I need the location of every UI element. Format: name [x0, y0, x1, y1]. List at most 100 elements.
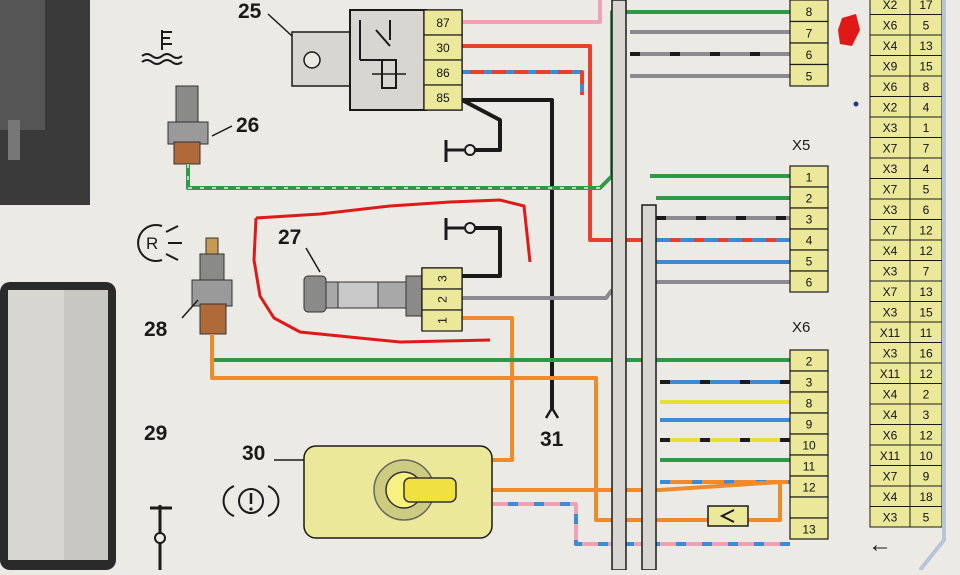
- table-connector-label: X11: [880, 367, 901, 381]
- relay-25: 87 30 86 85: [291, 9, 463, 111]
- table-pin-label: 12: [919, 224, 933, 238]
- table-pin-label: 3: [923, 408, 930, 422]
- sensor-pin-label: 1: [436, 317, 450, 324]
- connector-pin-label: 3: [806, 213, 813, 227]
- connector-pin-label: 2: [806, 192, 813, 206]
- relay-pin-cell: [423, 84, 463, 111]
- red-mark: [838, 14, 860, 46]
- table-pin-label: 13: [919, 285, 933, 299]
- table-pin-label: 7: [923, 265, 930, 279]
- table-pin-label: 11: [920, 326, 933, 340]
- connector-pin-label: 13: [802, 523, 816, 537]
- table-connector-label: X7: [883, 183, 898, 197]
- table-connector-label: X4: [883, 244, 898, 258]
- connector-pin-label: 9: [806, 418, 813, 432]
- table-connector-label: X4: [883, 388, 898, 402]
- sensor-28: [191, 237, 233, 335]
- r-letter: R: [146, 234, 158, 253]
- table-pin-label: 15: [919, 60, 933, 74]
- table-pin-label: 2: [923, 388, 930, 402]
- connector-pin-label: 8: [806, 397, 813, 411]
- sensor-pin-cell: [421, 309, 463, 332]
- wires: [186, 0, 800, 546]
- harness-secondary: [641, 204, 657, 571]
- relay-pin-label: 86: [436, 66, 450, 80]
- table-pin-label: 4: [923, 101, 930, 115]
- table-pin-label: 4: [923, 162, 930, 176]
- table-pin-label: 5: [923, 183, 930, 197]
- relay-pin-label: 30: [436, 41, 450, 55]
- table-connector-label: X3: [883, 511, 898, 525]
- connector-pin-label: 11: [803, 460, 816, 474]
- table-connector-label: X3: [883, 203, 898, 217]
- connector-pin-label: 10: [802, 439, 816, 453]
- table-bracket: [918, 0, 946, 572]
- table-pin-label: 12: [919, 367, 933, 381]
- connector-pin-label: 6: [806, 48, 813, 62]
- label-30: 30: [242, 442, 265, 465]
- table-pin-label: 18: [919, 490, 933, 504]
- table-connector-label: X6: [883, 80, 898, 94]
- table-pin-label: 5: [923, 511, 930, 525]
- markup-outline: [252, 198, 532, 344]
- table-pin-label: 10: [919, 449, 933, 463]
- switch-lower: [444, 218, 476, 240]
- relay-bracket: [291, 31, 357, 87]
- table-connector-label: X6: [883, 429, 898, 443]
- connector-pin-cell: [789, 270, 829, 293]
- coil-highlight: [0, 0, 45, 130]
- connector-pin-label: 8: [806, 5, 813, 19]
- table-pin-label: 1: [923, 121, 930, 135]
- connector-pin-label: 12: [802, 481, 816, 495]
- module-29-face: [8, 290, 64, 560]
- table-connector-label: X11: [880, 449, 901, 463]
- table-pin-label: 15: [919, 306, 933, 320]
- connector-pin-label: 2: [806, 355, 813, 369]
- sensor-27: 3 2 1: [303, 267, 463, 332]
- table-pin-label: 5: [923, 19, 930, 33]
- relay-pin-cell: [423, 59, 463, 86]
- connector-pin-label: 4: [806, 234, 813, 248]
- table-pin-label: 12: [919, 429, 933, 443]
- table-connector-label: X3: [883, 162, 898, 176]
- relay-pin-label: 85: [436, 91, 450, 105]
- table-connector-label: X4: [883, 39, 898, 53]
- table-connector-label: X7: [883, 142, 898, 156]
- table-connector-label: X4: [883, 408, 898, 422]
- table-pin-label: 6: [923, 203, 930, 217]
- module-29: [0, 282, 116, 570]
- component-30: [303, 445, 493, 539]
- connector-pin-label: 5: [806, 255, 813, 269]
- connector-pin-cell: [789, 496, 829, 519]
- table-connector-label: X4: [883, 490, 898, 504]
- connector-pin-label: 7: [806, 26, 813, 40]
- ground-31: [544, 405, 560, 419]
- table-pin-label: 16: [919, 347, 933, 361]
- table-connector-label: X3: [883, 306, 898, 320]
- table-pin-label: 13: [919, 39, 933, 53]
- connector-pin-label: 5: [806, 69, 813, 83]
- table-connector-label: X7: [883, 285, 898, 299]
- label-28: 28: [144, 318, 168, 341]
- sensor-pin-label: 3: [436, 275, 450, 282]
- table-connector-label: X7: [883, 224, 898, 238]
- table-connector-label: X3: [883, 121, 898, 135]
- relay-pin-label: 87: [436, 16, 450, 30]
- sensor-pin-label: 2: [436, 296, 450, 303]
- table-pin-label: 17: [919, 0, 933, 12]
- label-29: 29: [144, 422, 167, 445]
- label-x5: X5: [792, 137, 810, 154]
- label-27: 27: [278, 226, 301, 249]
- temperature-icon: [141, 30, 183, 65]
- pulse-marker: [707, 505, 749, 527]
- harness-bundle: [611, 0, 657, 571]
- harness-main: [611, 0, 627, 571]
- table-connector-label: X7: [883, 470, 898, 484]
- connector-pin-label: 1: [806, 171, 813, 185]
- table-connector-label: X2: [883, 0, 898, 12]
